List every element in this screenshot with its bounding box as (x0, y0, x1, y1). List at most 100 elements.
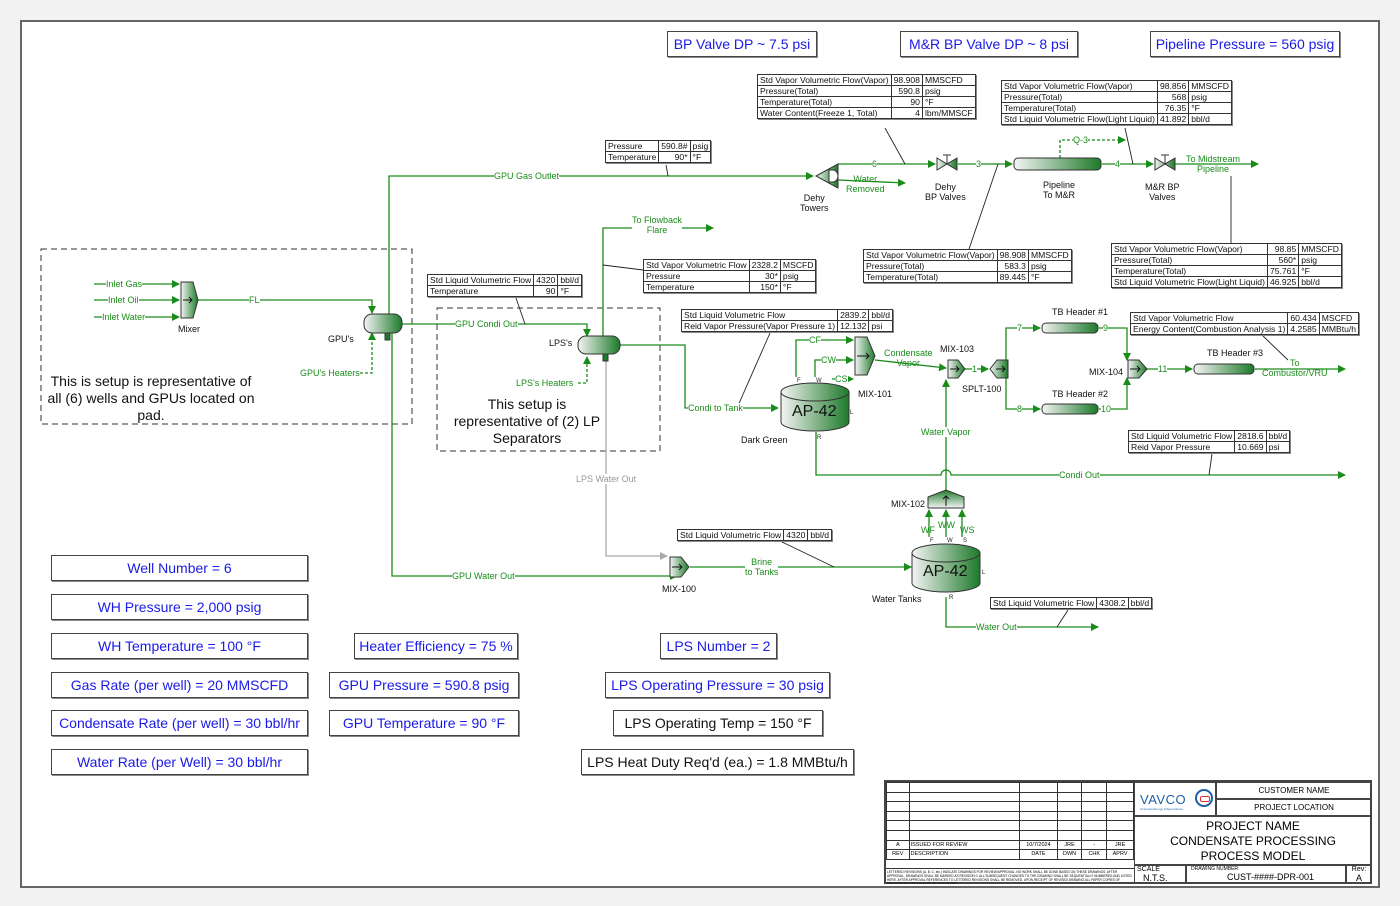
property-name: Pressure (604, 140, 660, 152)
mr-bp-valve-dp-box: M&R BP Valve DP ~ 8 psi (900, 31, 1078, 57)
stream-8[interactable] (1005, 378, 1041, 413)
scale-value: N.T.S. (1143, 873, 1168, 883)
stream-9-label: 9 (1103, 323, 1109, 333)
property-value: 4 (890, 107, 923, 119)
cf-label: CF (809, 335, 821, 345)
stream-lps-water-out[interactable] (605, 353, 668, 560)
ws-label: WS (960, 525, 975, 535)
stream-condi-out[interactable] (815, 432, 1346, 479)
stream-gpu-water-out[interactable] (391, 333, 678, 580)
property-name: Std Vapor Volumetric Flow(Vapor) (1111, 243, 1268, 255)
tb-header-1[interactable] (1041, 322, 1099, 334)
stream-condi-to-tank[interactable] (620, 344, 779, 412)
stream-condensate-vapor[interactable] (874, 359, 947, 372)
water-tank[interactable] (911, 543, 981, 593)
revision-cell (1056, 829, 1083, 841)
mix-104-arrow-icon (1130, 365, 1141, 373)
property-name: Std Liquid Volumetric Flow (426, 274, 535, 286)
lps-heaters-label: LPS's Heaters (516, 378, 574, 388)
stream-q3[interactable] (1059, 136, 1126, 158)
stream-water-out[interactable] (945, 597, 1099, 631)
property-unit: psig (921, 85, 976, 97)
stream-lps-heaters[interactable] (578, 356, 591, 384)
stream-gpu-gas-outlet[interactable] (388, 172, 814, 316)
property-name: Pressure(Total) (1001, 91, 1158, 103)
pipeline-to-mr[interactable] (1013, 157, 1102, 171)
mixer-label: Mixer (178, 324, 200, 334)
condensate-rate-box: Condensate Rate (per well) = 30 bbl/hr (51, 710, 308, 736)
wh-temperature-box: WH Temperature = 100 °F (51, 633, 308, 659)
property-unit: MMSCFD (1027, 249, 1072, 261)
condensate-tank[interactable] (780, 382, 850, 432)
project-name: PROJECT NAME (1206, 819, 1300, 833)
property-name: Energy Content(Combustion Analysis 1) (1129, 323, 1289, 335)
property-name: Std Vapor Volumetric Flow(Vapor) (863, 249, 998, 261)
tb-header-3[interactable] (1193, 363, 1255, 375)
stream-cf[interactable] (795, 336, 854, 377)
property-value: 4320 (783, 529, 809, 541)
property-name: Std Liquid Volumetric Flow(Light Liquid) (1001, 113, 1158, 125)
revision-cell (1106, 820, 1134, 831)
logo-tagline: American Energy Independence (1140, 807, 1183, 811)
revision-cell (908, 791, 1021, 803)
mix-104-label: MIX-104 (1089, 367, 1124, 377)
property-value: 150* (748, 281, 781, 293)
revision-cell (908, 820, 1021, 831)
drawing-number-cell: DRAWING NUMBER: CUST-####-DPR-001 (1186, 865, 1346, 884)
stream-cw[interactable] (814, 356, 854, 377)
property-unit: MSCFD (1318, 312, 1360, 324)
company-logo: VAVCO American Energy Independence (1134, 782, 1216, 816)
logo-text: VAVCO (1140, 792, 1187, 807)
property-value: 560* (1266, 254, 1300, 266)
stream-table-row: Temperature(Total)89.445°F (863, 271, 1072, 283)
gpu-separator-vessel[interactable] (363, 313, 403, 334)
property-unit: bbl/d (868, 309, 894, 321)
gpu-condi-out-label: GPU Condi Out (455, 319, 518, 329)
customer-name: CUSTOMER NAME (1216, 782, 1372, 799)
revision-cell (1081, 810, 1108, 822)
property-value: 583.3 (996, 260, 1029, 272)
mix-101-label: MIX-101 (858, 389, 893, 399)
revision-cell (1106, 782, 1134, 793)
property-value: 4320 (533, 274, 559, 286)
property-unit: psig (1298, 254, 1342, 266)
property-unit: MMSCFD (1298, 243, 1342, 255)
property-name: Reid Vapor Pressure (1127, 441, 1236, 453)
property-unit: psi (868, 320, 894, 332)
svg-text:W: W (947, 538, 953, 544)
revision-cell (1019, 810, 1058, 822)
property-unit: psig (1188, 91, 1232, 103)
rev-cell: Rev: A (1346, 865, 1372, 884)
revision-cell (886, 810, 910, 822)
stream-gpu-heaters[interactable] (360, 332, 376, 374)
property-name: Std Liquid Volumetric Flow (989, 597, 1098, 609)
condi-out-label: Condi Out (1059, 470, 1100, 480)
property-value: 98.856 (1156, 80, 1190, 92)
stream-9[interactable] (1099, 327, 1131, 361)
property-name: Std Liquid Volumetric Flow (676, 529, 785, 541)
svg-text:L: L (982, 570, 986, 576)
lps-separator-vessel[interactable] (577, 335, 621, 355)
revision-disclaimer: LETTERED REVISIONS (A, B, C, etc.) INDIC… (886, 868, 1134, 884)
tb-header-2[interactable] (1041, 403, 1099, 415)
water-out-label: Water Out (976, 622, 1017, 632)
stream-fl[interactable] (197, 299, 376, 314)
property-unit: psig (689, 140, 712, 152)
revision-cell (1081, 782, 1108, 793)
dehy-bp-valve[interactable] (936, 154, 958, 171)
property-unit: lbm/MMSCF (921, 107, 976, 119)
mr-bp-valve[interactable] (1154, 154, 1176, 171)
stream-7[interactable] (1005, 324, 1041, 361)
